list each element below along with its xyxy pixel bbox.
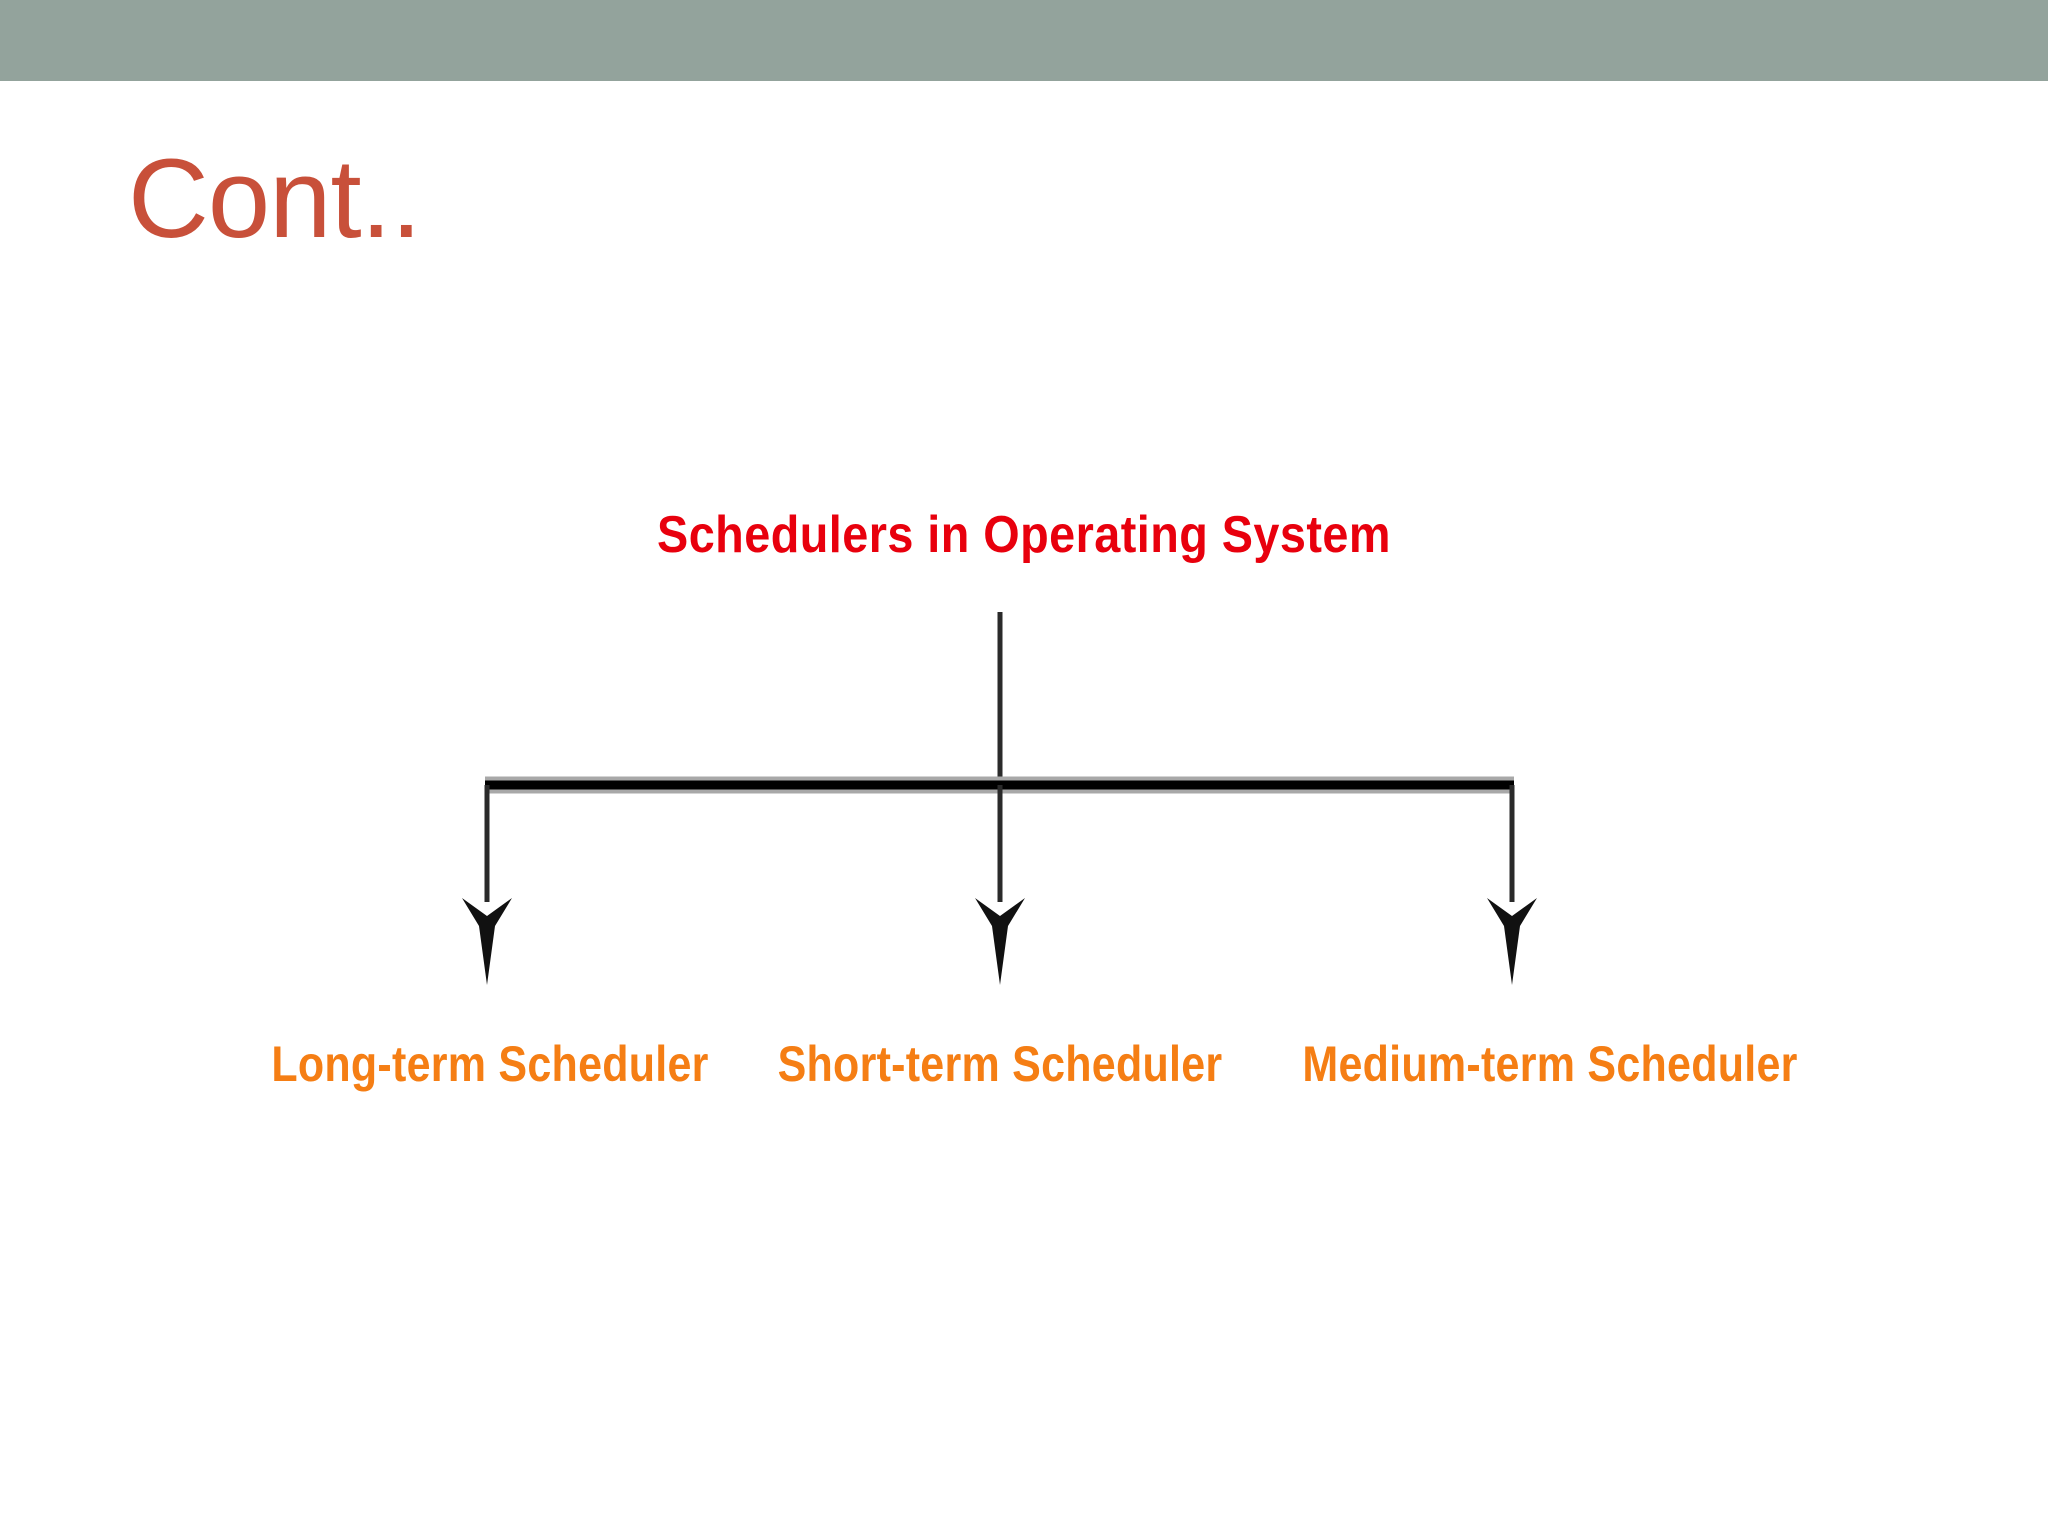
diagram-leaf-medium-term: Medium-term Scheduler xyxy=(1302,1036,1798,1092)
diagram-root-label: Schedulers in Operating System xyxy=(657,506,1391,564)
diagram-leaf-long-term: Long-term Scheduler xyxy=(271,1036,709,1092)
page-title: Cont.. xyxy=(128,136,422,261)
diagram-leaf-short-term: Short-term Scheduler xyxy=(777,1036,1223,1092)
arrowhead-long-term xyxy=(462,898,512,985)
arrowhead-short-term xyxy=(975,898,1025,985)
slide-header-bar xyxy=(0,0,2048,81)
arrowhead-medium-term xyxy=(1487,898,1537,985)
